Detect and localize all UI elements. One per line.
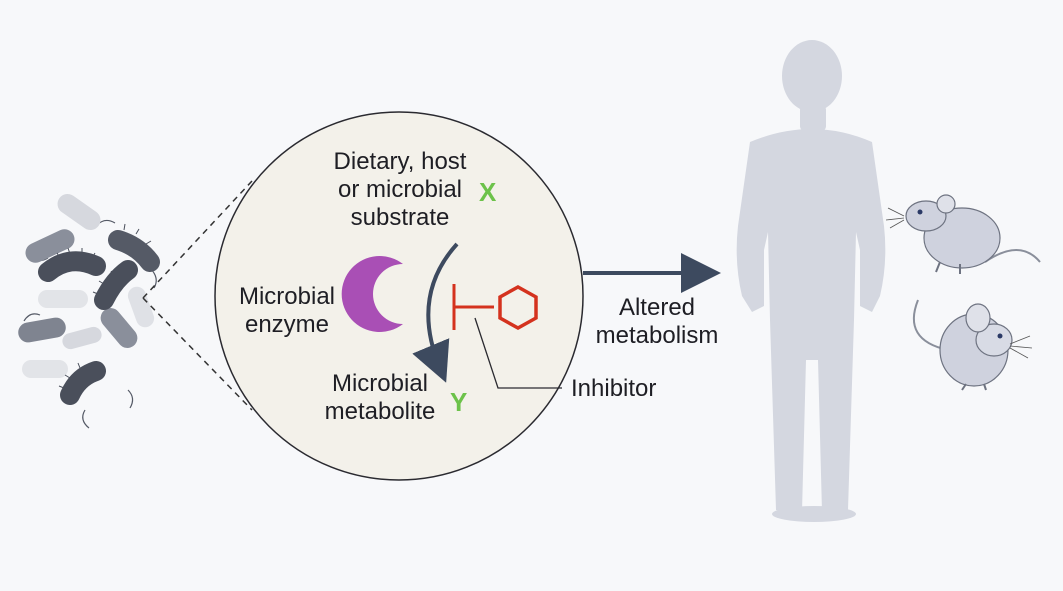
inhibitor-label: Inhibitor: [571, 375, 657, 402]
substrate-line-3: substrate: [350, 204, 450, 231]
outcome-line-2: metabolism: [595, 322, 719, 349]
outcome-line-1: Altered: [618, 294, 696, 321]
inhibitor-leader-line: [474, 317, 562, 389]
metabolite-line-1: Microbial: [331, 370, 429, 397]
substrate-line-2: or microbial: [337, 176, 463, 203]
enzyme-icon: [341, 256, 403, 332]
human-silhouette-icon: [736, 40, 886, 522]
enzyme-line-1: Microbial: [238, 283, 336, 310]
substrate-letter-x: X: [479, 177, 497, 207]
reaction-arrow: [412, 242, 459, 383]
outcome-label: Altered metabolism: [582, 294, 732, 350]
zoom-line-bottom: [142, 297, 253, 411]
substrate-label: Dietary, host or microbial substrate: [300, 148, 500, 232]
metabolite-letter-y: Y: [450, 387, 468, 417]
zoom-circle: [214, 111, 584, 481]
zoom-line-top: [142, 180, 253, 299]
inhibitor-bar: [452, 284, 494, 330]
enzyme-label: Microbial enzyme: [222, 283, 352, 339]
substrate-line-1: Dietary, host: [333, 148, 467, 175]
mouse-icon: [885, 194, 1041, 274]
inhibitor-molecule-icon: [498, 284, 538, 331]
metabolite-line-2: metabolite: [324, 398, 436, 425]
metabolite-label: Microbial metabolite: [300, 370, 460, 426]
bacteria-icon: [18, 193, 160, 429]
mouse-icon: [912, 299, 1033, 391]
enzyme-line-2: enzyme: [244, 311, 330, 338]
